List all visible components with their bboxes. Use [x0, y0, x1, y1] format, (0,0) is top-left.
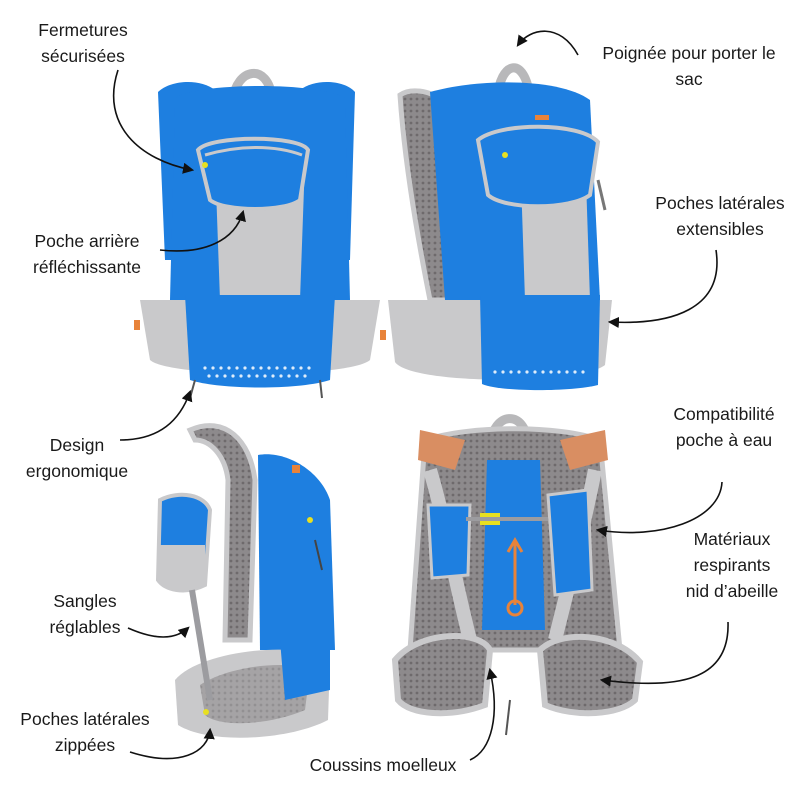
label-reflective-back-pocket: Poche arrière réfléchissante	[33, 231, 141, 277]
label-carry-handle: Poignée pour porter le sac	[602, 43, 776, 89]
label-extensible-side-pockets: Poches latérales extensibles	[655, 193, 785, 239]
label-secure-closures: Fermetures sécurisées	[38, 20, 128, 66]
annotation-arrows	[112, 30, 729, 761]
arrow-honeycomb	[599, 621, 729, 687]
arrow-secure-closures	[112, 69, 195, 174]
backpack-profile-view	[155, 423, 335, 738]
arrow-extensible-pockets	[607, 249, 718, 329]
arrow-adjustable-straps	[127, 626, 190, 639]
backpack-front-view	[134, 68, 386, 399]
label-ergonomic-design: Design ergonomique	[25, 435, 129, 481]
arrow-soft-cushions	[469, 667, 498, 761]
label-soft-cushions: Coussins moelleux	[309, 755, 457, 775]
backpack-side-front-view	[388, 63, 612, 391]
arrow-zipped-pockets	[129, 727, 215, 760]
label-zipped-side-pockets: Poches latérales zippées	[20, 709, 150, 755]
arrow-carry-handle	[516, 30, 579, 56]
label-water-bladder-compatibility: Compatibilité poche à eau	[673, 404, 775, 450]
arrow-ergonomic-design	[119, 389, 193, 441]
arrow-reflective-pocket	[159, 209, 246, 252]
label-adjustable-straps: Sangles réglables	[49, 591, 121, 637]
arrow-water-bladder	[595, 481, 723, 537]
label-honeycomb-materials: Matériaux respirants nid d’abeille	[685, 529, 779, 601]
backpack-back-view	[391, 414, 644, 736]
